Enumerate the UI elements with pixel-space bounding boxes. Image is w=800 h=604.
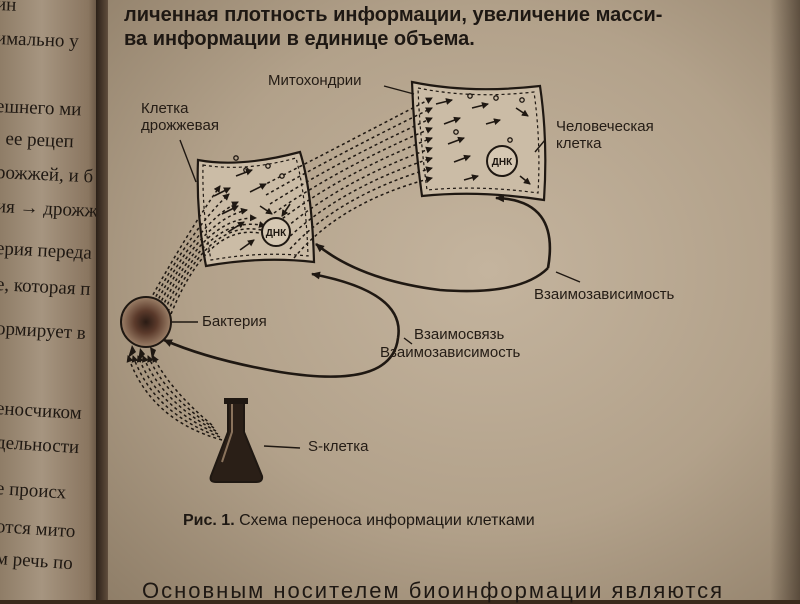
label-relation: Взаимосвязь [414,326,505,343]
mitochondrion-dot [467,93,473,99]
transfer-line [293,176,433,259]
mitochondrion-arrow [249,183,267,193]
mitochondrion-arrow [213,187,231,197]
mitochondrion-arrow [239,239,255,251]
transfer-line [170,231,284,315]
mitochondrion-dot [453,129,459,135]
transfer-line [265,107,433,196]
mitochondrion-arrow [447,136,465,145]
figure-caption: Рис. 1. Схема переноса информации клетка… [183,512,535,530]
page-edge-shadow [770,0,800,600]
bacterium-relation-arc [163,337,400,378]
label-human-cell: Человеческая клетка [556,118,654,152]
mitochondrion-dot [493,95,499,101]
svg-text:ДНК: ДНК [492,157,513,168]
transfer-line [164,221,266,311]
mitochondrion-dot [519,97,525,103]
top-text-line-1: личенная плотность информации, увеличени… [124,4,663,26]
transfer-line [273,127,433,214]
transfer-line [155,201,239,305]
mitochondrion-dot [279,173,285,179]
transfer-line [281,146,433,232]
yeast-to-human-transfer-lines [261,97,433,259]
body-text-line: Основным носителем биоинформации являютс… [142,578,725,603]
mitochondrion-arrow [281,203,291,217]
transfer-line [277,136,433,223]
transfer-line [167,228,275,313]
transfer-line [152,193,230,303]
top-text-line-2: ва информации в единице объема. [124,28,475,50]
mitochondrion-arrow [443,116,461,125]
s-cell-flask [209,398,264,483]
mitochondrion-arrow [515,107,529,117]
figure-caption-text: Схема переноса информации клетками [234,512,535,529]
mitochondrion-arrow [471,102,489,109]
label-yeast-cell: Клетка дрожжевая [141,100,219,134]
mitochondrion-dot [265,163,271,169]
mitochondrion-arrow [463,174,479,182]
human-cell [410,80,547,202]
mitochondrion-arrow [435,98,453,105]
figure-caption-number: Рис. 1. [183,512,235,529]
yeast-relation-arc [311,271,400,339]
mitochondrion-dot [243,167,249,173]
bacterium [120,296,172,362]
label-interdependence: Взаимозависимость [534,286,675,303]
transfer-line [149,185,221,301]
transfer-line [158,207,248,307]
mitochondrion-arrow [485,118,501,126]
label-mitochondria: Митохондрии [268,72,362,89]
s-cell-to-bacterium-transfer-lines [126,355,223,441]
mitochondrion-arrow [453,154,471,163]
transfer-line [261,97,433,187]
human-dna-nucleus: ДНК [486,145,518,177]
label-bacterium: Бактерия [202,313,267,330]
mitochondria-arrows [213,93,531,251]
label-s-cell: S-клетка [308,438,369,455]
transfer-line [269,117,433,205]
mitochondrion-dot [233,155,239,161]
transfer-line [136,355,219,435]
svg-text:ДНК: ДНК [266,228,287,239]
mitochondrion-arrow [221,205,239,215]
yeast-interdependence-arc [315,242,549,293]
human-interdependence-arc [495,194,552,269]
transfer-line [126,355,223,441]
label-relation-interdependence: Взаимозависимость [380,344,521,361]
mitochondrion-arrow [259,205,273,215]
transfer-line [285,156,433,241]
transfer-line [152,355,213,426]
mitochondrion-arrow [235,168,253,177]
yeast-dna-nucleus: ДНК [261,217,291,247]
transfer-line [142,355,217,432]
mitochondrion-arrow [227,221,245,233]
mitochondrion-dot [507,137,513,143]
yeast-cell [196,150,316,268]
transfer-line [131,355,221,438]
label-leader-lines [172,85,581,449]
bacterium-to-yeast-transfer-lines [149,185,284,315]
label-yeast-cell-text: Клетка дрожжевая [141,100,219,134]
mitochondrion-arrow [519,175,531,185]
